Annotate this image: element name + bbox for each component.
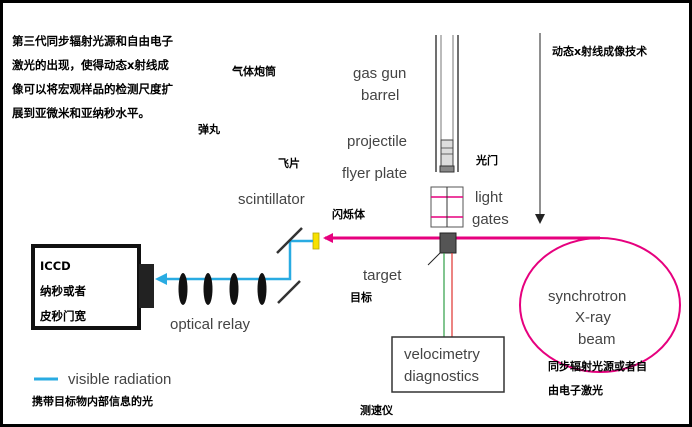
lens-1: [178, 273, 188, 305]
iccd-text: ICCD 纳秒或者 皮秒门宽: [39, 259, 86, 323]
iccd-line-3: 皮秒门宽: [39, 309, 86, 323]
synchrotron-ring: [519, 237, 681, 373]
label-light-gates-1: light: [475, 189, 503, 206]
intro-line-1: 第三代同步辐射光源和自由电子: [12, 34, 173, 48]
lens-2: [203, 273, 213, 305]
iccd-camera: [31, 244, 141, 330]
label-scintillator: scintillator: [238, 191, 305, 208]
cn-projectile: 弹丸: [198, 122, 221, 136]
target-leader: [427, 252, 441, 266]
iccd-title: ICCD: [40, 259, 71, 273]
label-velocimetry-2: diagnostics: [404, 368, 479, 385]
label-legend: visible radiation: [68, 371, 171, 388]
label-flyer-plate: flyer plate: [342, 165, 407, 182]
label-target: target: [363, 267, 402, 284]
cn-target: 目标: [350, 290, 372, 304]
english-labels: gas gun barrel projectile flyer plate li…: [68, 65, 626, 388]
target: [439, 232, 457, 254]
gas-gun-barrel: [435, 35, 459, 172]
cn-legend: 携带目标物内部信息的光: [32, 394, 153, 408]
label-projectile: projectile: [347, 133, 407, 150]
cn-flyer-plate: 飞片: [278, 156, 300, 170]
intro-line-4: 展到亚微米和亚纳秒水平。: [11, 106, 150, 120]
chinese-labels: 气体炮筒 弹丸 飞片 光门 闪烁体 目标 同步辐射光源或者自 由电子激光 测速仪…: [32, 64, 647, 417]
cn-velocimetry: 测速仪: [360, 403, 394, 417]
label-gas-gun-1: gas gun: [353, 65, 406, 82]
mirror-upper: [276, 227, 303, 254]
lens-4: [257, 273, 267, 305]
cn-gas-gun: 气体炮筒: [231, 64, 276, 78]
label-velocimetry-1: velocimetry: [404, 346, 480, 363]
intro-line-3: 像可以将宏观样品的检测尺度扩: [12, 82, 173, 96]
cn-scintillator: 闪烁体: [332, 207, 366, 221]
visible-light-path: [155, 239, 313, 285]
label-optical-relay: optical relay: [170, 316, 251, 333]
optical-relay: [178, 273, 267, 305]
projectile: [440, 139, 454, 167]
label-synchrotron-2: X-ray: [575, 309, 611, 326]
cn-light-gates: 光门: [475, 153, 498, 167]
cn-synchrotron-2: 由电子激光: [548, 383, 603, 397]
label-synchrotron-1: synchrotron: [548, 288, 626, 305]
label-gas-gun-2: barrel: [361, 87, 399, 104]
label-light-gates-2: gates: [472, 211, 509, 228]
iccd-lens: [139, 264, 154, 308]
lens-3: [229, 273, 239, 305]
velocimetry-box: [391, 336, 505, 393]
title-right: 动态x射线成像技术: [552, 44, 647, 58]
iccd-line-2: 纳秒或者: [40, 284, 86, 298]
intro-text: 第三代同步辐射光源和自由电子 激光的出现，使得动态x射线成 像可以将宏观样品的检…: [11, 34, 173, 120]
intro-line-2: 激光的出现，使得动态x射线成: [12, 58, 169, 72]
cn-synchrotron-1: 同步辐射光源或者自: [548, 359, 647, 373]
light-gates: [430, 186, 464, 228]
flyer-plate: [439, 165, 455, 173]
mirror-lower: [277, 280, 301, 304]
label-synchrotron-3: beam: [578, 331, 616, 348]
scintillator: [312, 232, 320, 250]
